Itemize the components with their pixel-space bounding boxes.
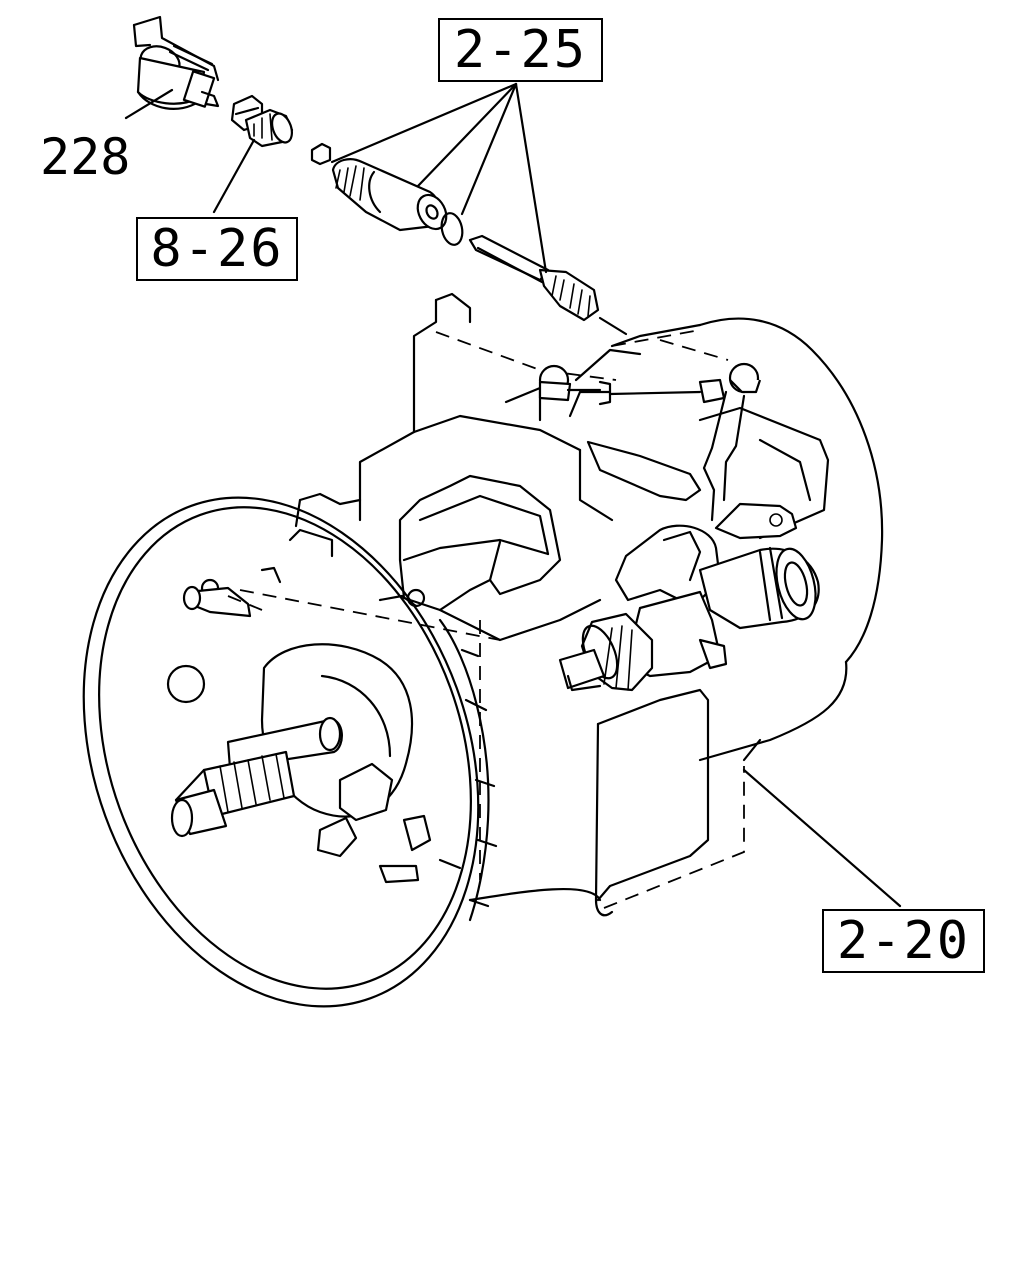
callout-2-25-text: 2-25	[453, 20, 588, 80]
part-2-25-driven-gear	[310, 142, 600, 322]
callout-228: 228	[40, 128, 131, 186]
leader-lines	[124, 82, 902, 908]
transmission-housing	[82, 292, 884, 1008]
callout-8-26-text: 8-26	[150, 219, 284, 279]
part-228-sensor	[132, 15, 220, 110]
callout-8-26: 8-26	[136, 217, 298, 281]
callout-2-20-text: 2-20	[836, 911, 971, 971]
part-8-26-fitting	[230, 94, 294, 148]
callout-2-25: 2-25	[438, 18, 603, 82]
callout-2-20: 2-20	[822, 909, 985, 973]
